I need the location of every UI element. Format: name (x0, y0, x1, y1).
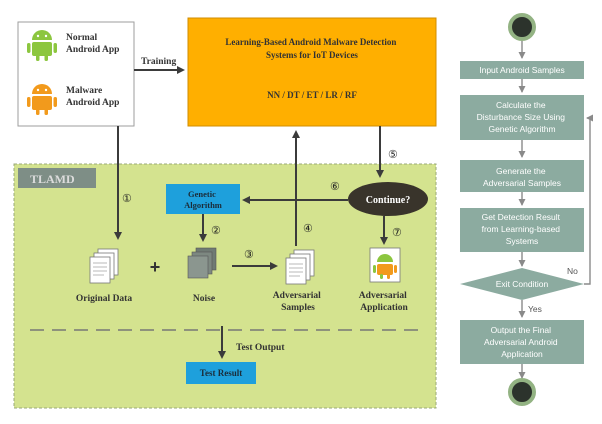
continue-label: Continue? (366, 195, 410, 206)
malware-app-label: Malware Android App (66, 86, 119, 108)
flow-step-output-text: Output the Final Adversarial Android App… (484, 325, 560, 359)
flow-step-disturbance-text: Calculate the Disturbance Size Using Gen… (477, 100, 568, 134)
flow-end-node (508, 378, 536, 406)
flow-decision-text: Exit Condition (496, 279, 549, 289)
original-data-icon (89, 248, 119, 284)
step-3-marker: ③ (244, 249, 254, 261)
flow-decision-exit (460, 268, 584, 300)
detection-system-box (187, 17, 437, 127)
flow-step-generate-text: Generate the Adversarial Samples (483, 166, 561, 188)
tlamd-label: TLAMD (30, 172, 75, 186)
step-5-marker: ⑤ (388, 149, 398, 161)
genetic-algorithm-label: Genetic Algorithm (184, 189, 222, 210)
flow-step-input-text: Input Android Samples (479, 65, 565, 75)
flow-step-detection-text: Get Detection Result from Learning-based… (482, 212, 563, 246)
noise-label: Noise (193, 294, 215, 304)
step-1-marker: ① (122, 193, 132, 205)
test-result-label: Test Result (200, 368, 242, 378)
step-7-marker: ⑦ (392, 227, 402, 239)
flow-yes-label: Yes (528, 304, 542, 314)
flow-no-loop (584, 118, 591, 285)
step-6-marker: ⑥ (330, 181, 340, 193)
detection-models: NN / DT / ET / LR / RF (267, 90, 357, 100)
flow-step-output (460, 320, 584, 364)
training-label: Training (141, 57, 176, 67)
adversarial-samples-label: Adversarial Samples (273, 291, 323, 313)
test-output-label: Test Output (236, 343, 285, 353)
adversarial-samples-icon (285, 249, 315, 285)
step-4-marker: ④ (303, 223, 313, 235)
flow-no-label: No (567, 266, 578, 276)
continue-node (348, 182, 428, 216)
adversarial-application-icon (369, 247, 401, 283)
adversarial-application-label: Adversarial Application (359, 291, 409, 313)
test-result-box (186, 362, 256, 384)
normal-android-icon (27, 30, 57, 61)
flow-step-disturbance (460, 95, 584, 140)
tlamd-tab (18, 168, 96, 188)
detection-system-title: Learning-Based Android Malware Detection… (225, 37, 398, 60)
genetic-algorithm-box (166, 184, 240, 214)
noise-icon (187, 247, 217, 279)
original-data-label: Original Data (76, 294, 132, 304)
normal-app-label: Normal Android App (66, 33, 119, 55)
flow-step-input (460, 61, 584, 79)
flow-step-generate (460, 160, 584, 192)
malware-android-icon (27, 84, 57, 115)
flow-step-detection (460, 208, 584, 252)
plus-sign: + (150, 257, 161, 277)
flow-start-node (508, 13, 536, 41)
step-2-marker: ② (211, 225, 221, 237)
